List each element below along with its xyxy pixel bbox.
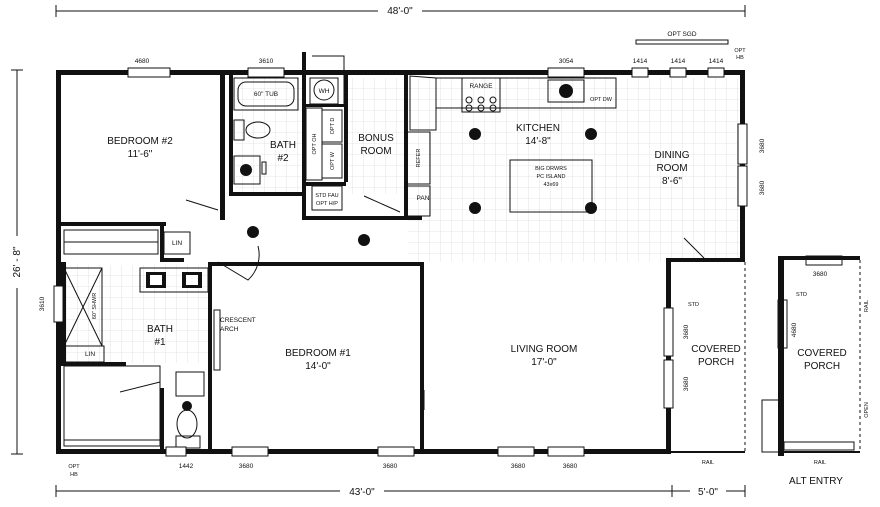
- porch-outlines: [671, 256, 861, 456]
- window-label-4680-top: 4680: [135, 58, 150, 65]
- dim-left-overall: 26' - 8": [12, 246, 23, 277]
- label-wh: WH: [319, 88, 330, 95]
- window-label-3610-top: 3610: [259, 58, 274, 65]
- room-size-bedroom2: 11'-6": [128, 149, 153, 160]
- windows: [53, 39, 843, 457]
- room-size-kitchen: 14'-8": [525, 136, 551, 147]
- dim-bottom-porch: 5'-0": [698, 487, 718, 498]
- label-opt-hp: OPT H/P: [316, 201, 338, 207]
- fixtures: [63, 75, 617, 449]
- room-label-bonus-2: ROOM: [360, 146, 391, 157]
- tile-floors: [60, 78, 744, 363]
- label-opt-hb-top: OPT: [734, 48, 746, 54]
- room-label-living: LIVING ROOM: [511, 344, 578, 355]
- room-label-alt-porch-2: PORCH: [804, 361, 840, 372]
- room-label-bedroom2: BEDROOM #2: [107, 136, 173, 147]
- label-rail-alt-bottom: RAIL: [814, 460, 826, 466]
- room-label-dining: DINING: [655, 150, 690, 161]
- label-std-fau: STD FAU: [315, 193, 338, 199]
- label-lin-upper: LIN: [172, 240, 182, 247]
- label-island-3: 43x69: [544, 182, 559, 188]
- label-range: RANGE: [469, 83, 493, 90]
- room-label-bonus: BONUS: [358, 133, 394, 144]
- window-label-3610-left: 3610: [39, 296, 46, 311]
- label-shower: 60" SHWR: [92, 293, 98, 319]
- window-label-3680-b2: 3680: [383, 463, 398, 470]
- room-number-bath1: #1: [154, 337, 166, 348]
- label-opt-hb-top-2: HB: [736, 55, 744, 61]
- window-label-3680-alt-top: 3680: [813, 271, 828, 278]
- label-tub: 60" TUB: [254, 91, 278, 98]
- label-opt-sgd: OPT SGD: [667, 31, 696, 38]
- room-number-bath2: #2: [277, 153, 289, 164]
- label-opt-w: OPT W: [330, 151, 336, 170]
- room-label-porch: COVERED: [691, 344, 740, 355]
- label-lin-lower: LIN: [85, 351, 95, 358]
- label-opt-hb-bottom-2: HB: [70, 472, 78, 478]
- label-rail-alt-right: RAIL: [864, 300, 870, 312]
- label-opt-d: OPT D: [330, 118, 336, 135]
- room-size-living: 17'-0": [531, 357, 557, 368]
- window-label-3054-top: 3054: [559, 58, 574, 65]
- alt-entry-label: ALT ENTRY: [789, 476, 843, 487]
- room-label-bath1: BATH: [147, 324, 173, 335]
- label-open-alt: OPEN: [864, 402, 870, 418]
- dim-top-overall: 48'-0": [387, 6, 413, 17]
- room-label-bath2: BATH: [270, 140, 296, 151]
- label-opt-dw: OPT DW: [590, 97, 613, 103]
- label-opt-oh: OPT OH: [312, 133, 318, 154]
- room-label-bedroom1: BEDROOM #1: [285, 348, 351, 359]
- window-label-3680-b3: 3680: [511, 463, 526, 470]
- light-fixtures: [247, 128, 597, 246]
- label-pan: PAN: [417, 195, 430, 202]
- label-std-porch: STD: [688, 302, 699, 308]
- window-label-3680-porch-b: 3680: [683, 376, 690, 391]
- dim-bottom-main: 43'-0": [349, 487, 375, 498]
- label-opt-hb-bottom: OPT: [68, 464, 80, 470]
- label-crescent: CRESCENT: [220, 317, 256, 324]
- window-label-1414-b: 1414: [671, 58, 686, 65]
- window-label-3680-dining-b: 3680: [759, 180, 766, 195]
- room-label-porch-2: PORCH: [698, 357, 734, 368]
- label-rail-porch: RAIL: [702, 460, 714, 466]
- room-size-dining: 8'-6": [662, 176, 682, 187]
- label-refer: REFER: [416, 149, 422, 168]
- window-label-3680-porch-a: 3680: [683, 324, 690, 339]
- room-label-alt-porch: COVERED: [797, 348, 846, 359]
- label-std-alt: STD: [796, 292, 807, 298]
- window-label-3680-dining-a: 3680: [759, 138, 766, 153]
- label-island-1: BIG DRWRS: [535, 166, 567, 172]
- window-label-3680-b1: 3680: [239, 463, 254, 470]
- room-size-bedroom1: 14'-0": [305, 361, 331, 372]
- window-label-4680-alt: 4680: [791, 322, 798, 337]
- room-label-kitchen: KITCHEN: [516, 123, 560, 134]
- window-label-3680-b4: 3680: [563, 463, 578, 470]
- label-island-2: PC ISLAND: [536, 174, 565, 180]
- window-label-1414-a: 1414: [633, 58, 648, 65]
- label-arch: ARCH: [220, 326, 239, 333]
- room-label-dining-2: ROOM: [656, 163, 687, 174]
- window-label-1414-c: 1414: [709, 58, 724, 65]
- window-label-1442-bottom: 1442: [179, 463, 194, 470]
